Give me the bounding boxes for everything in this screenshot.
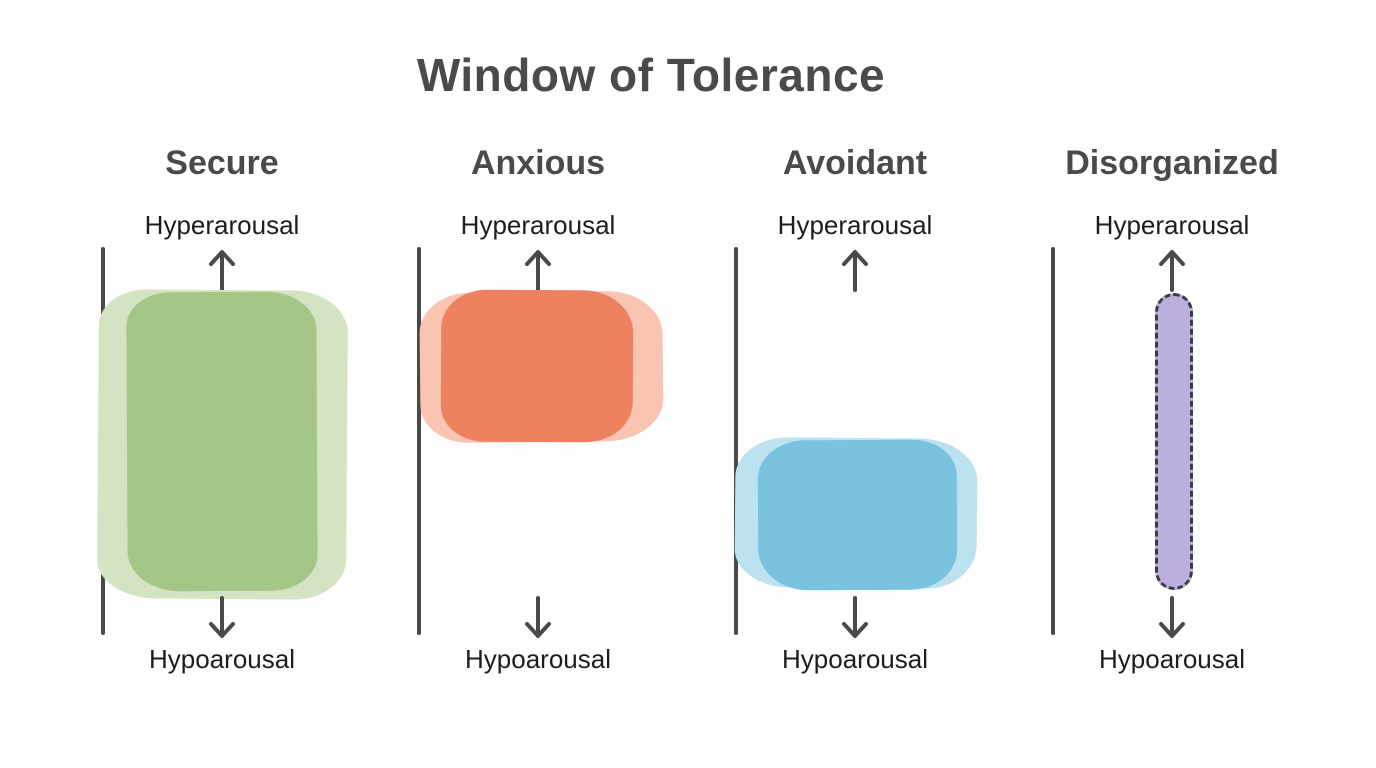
axis-line	[734, 247, 738, 635]
up-arrow-icon	[842, 250, 868, 292]
column-title: Secure	[165, 144, 279, 182]
tolerance-window-shape	[757, 439, 958, 591]
column-anxious: Anxious Hyperarousal Hypoarousal	[379, 140, 697, 720]
column-title: Avoidant	[782, 144, 928, 182]
hyperarousal-label: Hyperarousal	[1094, 210, 1250, 240]
tolerance-window-shape	[440, 289, 634, 443]
up-arrow-icon	[209, 250, 235, 292]
hypoarousal-label: Hypoarousal	[1099, 644, 1245, 674]
hyperarousal-label: Hyperarousal	[460, 210, 616, 240]
axis-line	[417, 247, 421, 635]
diagram-title: Window of Tolerance	[416, 49, 886, 101]
up-arrow-icon	[525, 250, 551, 292]
axis-line	[1051, 247, 1055, 635]
column-disorganized: Disorganized Hyperarousal Hypoarousal	[1013, 140, 1331, 720]
up-arrow-icon	[1159, 250, 1185, 292]
down-arrow-icon	[842, 596, 868, 638]
down-arrow-icon	[209, 596, 235, 638]
tolerance-window-shape	[1155, 293, 1193, 590]
down-arrow-icon	[525, 596, 551, 638]
hyperarousal-label: Hyperarousal	[144, 210, 300, 240]
down-arrow-icon	[1159, 596, 1185, 638]
hypoarousal-label: Hypoarousal	[782, 644, 928, 674]
column-avoidant: Avoidant Hyperarousal Hypoarousal	[696, 140, 1014, 720]
column-title: Disorganized	[1065, 144, 1279, 182]
tolerance-window-shape	[126, 291, 318, 592]
column-secure: Secure Hyperarousal Hypoarousal	[63, 140, 381, 720]
column-title: Anxious	[470, 144, 606, 182]
hypoarousal-label: Hypoarousal	[149, 644, 295, 674]
hypoarousal-label: Hypoarousal	[465, 644, 611, 674]
hyperarousal-label: Hyperarousal	[777, 210, 933, 240]
